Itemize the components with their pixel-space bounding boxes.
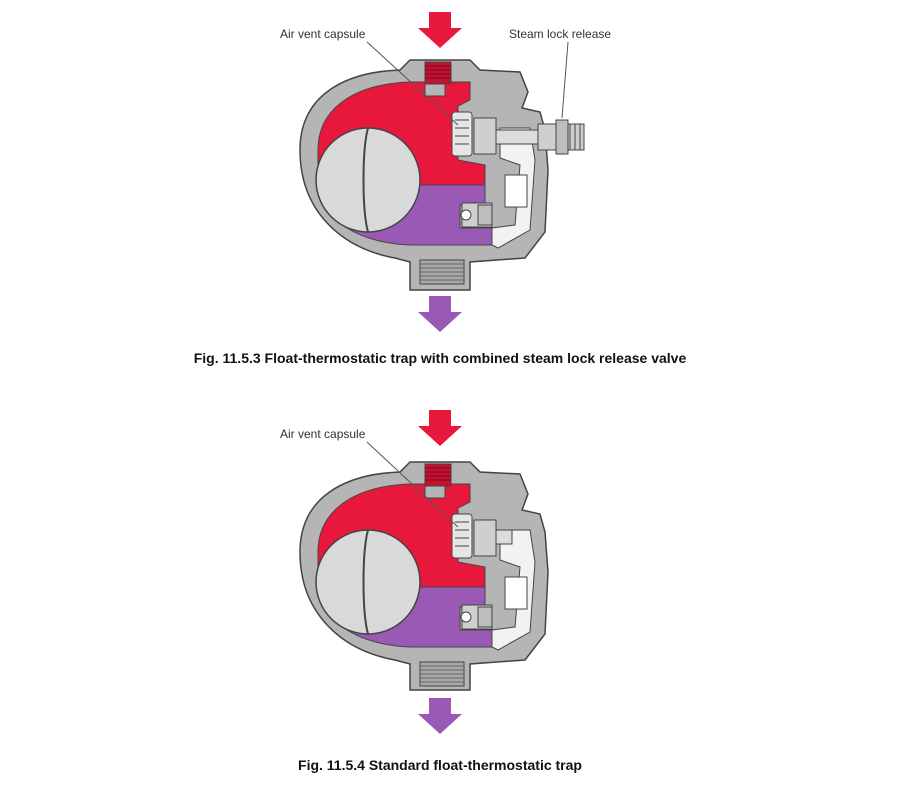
outlet-arrow-icon (418, 698, 462, 734)
inlet-arrow-icon (418, 12, 462, 48)
air-vent-leader (366, 41, 459, 126)
trap-diagram: Air vent capsule Steam lock release (280, 12, 611, 332)
figure-standard-trap: Air vent capsule Fig. 11.5.4 Standard fl… (0, 400, 900, 785)
steam-lock-release-valve (495, 119, 585, 155)
air-vent-leader (366, 441, 459, 528)
air-vent-capsule (451, 111, 497, 157)
figure-caption: Fig. 11.5.3 Float-thermostatic trap with… (193, 350, 687, 366)
steam-lock-label: Steam lock release (509, 27, 611, 41)
figure-caption: Fig. 11.5.4 Standard float-thermostatic … (298, 757, 582, 773)
air-vent-capsule (451, 513, 513, 559)
trap-diagram: Air vent capsule (280, 410, 549, 734)
outlet-arrow-icon (418, 296, 462, 332)
main-valve (460, 604, 493, 630)
figure-steam-lock-release: Air vent capsule Steam lock release Fig.… (0, 0, 900, 392)
float-ball (315, 529, 421, 635)
steam-lock-leader (561, 41, 569, 119)
main-valve (460, 202, 493, 228)
inlet-arrow-icon (418, 410, 462, 446)
air-vent-label: Air vent capsule (280, 427, 366, 441)
air-vent-label: Air vent capsule (280, 27, 366, 41)
float-ball (315, 127, 421, 233)
